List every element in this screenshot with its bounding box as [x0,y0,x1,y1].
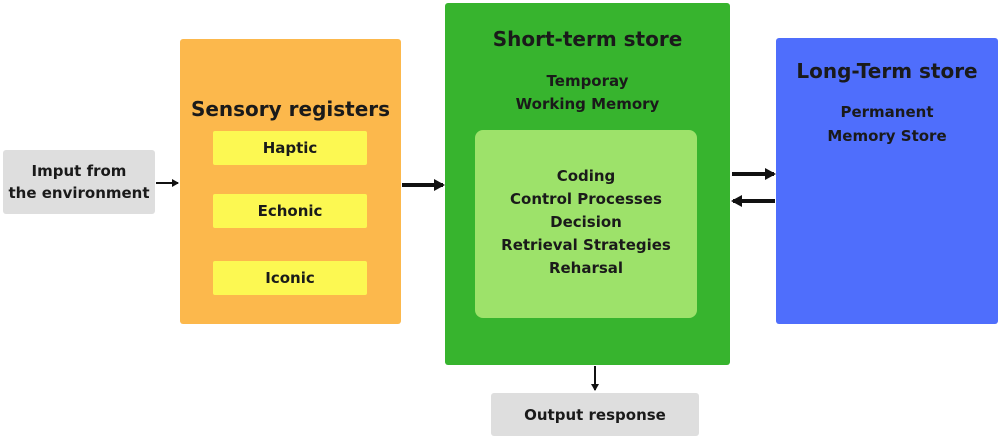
input-label-line1: Imput from [31,162,127,180]
output-response-box: Output response [491,393,699,436]
short-term-store-title: Short-term store [492,27,683,51]
process-item-control-processes: Control Processes [510,190,662,208]
process-item-coding: Coding [556,167,616,185]
long-term-store-title: Long-Term store [796,59,978,83]
output-response-label: Output response [524,405,666,424]
sensory-registers-box: Sensory registers Haptic Echonic Iconic [180,39,401,324]
input-from-environment-box: Imput from the environment [3,150,155,214]
input-label-line2: the environment [8,184,150,202]
sensory-item-echonic: Echonic [213,194,367,228]
short-term-subtitle-line1: Temporay [546,72,629,90]
long-term-subtitle: Permanent Memory Store [776,100,998,148]
long-term-store-box: Long-Term store Permanent Memory Store [776,38,998,324]
process-item-retrieval-strategies: Retrieval Strategies [501,236,671,254]
control-processes-list: Coding Control Processes Decision Retrie… [475,165,697,280]
process-item-decision: Decision [550,213,622,231]
short-term-subtitle-line2: Working Memory [515,95,660,113]
short-term-store-box: Short-term store Temporay Working Memory… [445,3,730,365]
short-term-subtitle: Temporay Working Memory [445,70,730,116]
sensory-item-haptic: Haptic [213,131,367,165]
sensory-item-iconic: Iconic [213,261,367,295]
long-term-subtitle-line1: Permanent [840,103,934,121]
process-item-reharsal: Reharsal [548,259,624,277]
sensory-registers-title: Sensory registers [190,97,391,121]
long-term-subtitle-line2: Memory Store [827,127,947,145]
control-processes-box: Coding Control Processes Decision Retrie… [475,130,697,318]
